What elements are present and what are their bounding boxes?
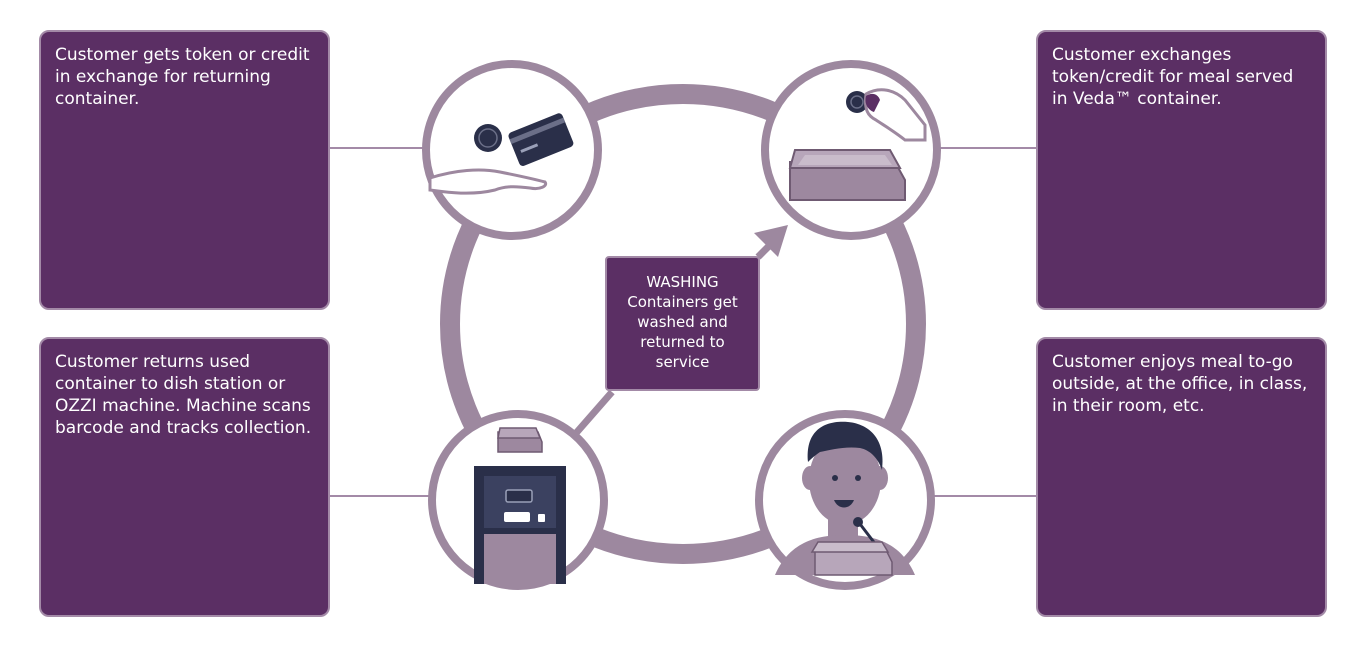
arrow-shaft-lower [567, 389, 615, 443]
token-card-hand-icon [422, 60, 602, 240]
step-box-enjoy-meal: Customer enjoys meal to-go outside, at t… [1036, 337, 1327, 617]
washing-title: WASHING [646, 273, 719, 291]
arrow-head [754, 225, 788, 257]
step-box-token-credit: Customer gets token or credit in exchang… [39, 30, 330, 310]
step-text-return-container: Customer returns used container to dish … [55, 352, 312, 438]
washing-box: WASHING Containers get washed and return… [605, 256, 760, 391]
hand-coin-container-icon [761, 60, 941, 240]
step-box-exchange-meal: Customer exchanges token/credit for meal… [1036, 30, 1327, 310]
person-eating-icon [755, 410, 935, 590]
step-text-exchange-meal: Customer exchanges token/credit for meal… [1052, 45, 1294, 109]
washing-description: Containers get washed and returned to se… [627, 293, 738, 371]
cycle-ring [440, 84, 926, 564]
step-box-return-container: Customer returns used container to dish … [39, 337, 330, 617]
ozzi-machine-icon [428, 410, 608, 590]
step-text-enjoy-meal: Customer enjoys meal to-go outside, at t… [1052, 352, 1308, 416]
step-text-token-credit: Customer gets token or credit in exchang… [55, 45, 310, 109]
